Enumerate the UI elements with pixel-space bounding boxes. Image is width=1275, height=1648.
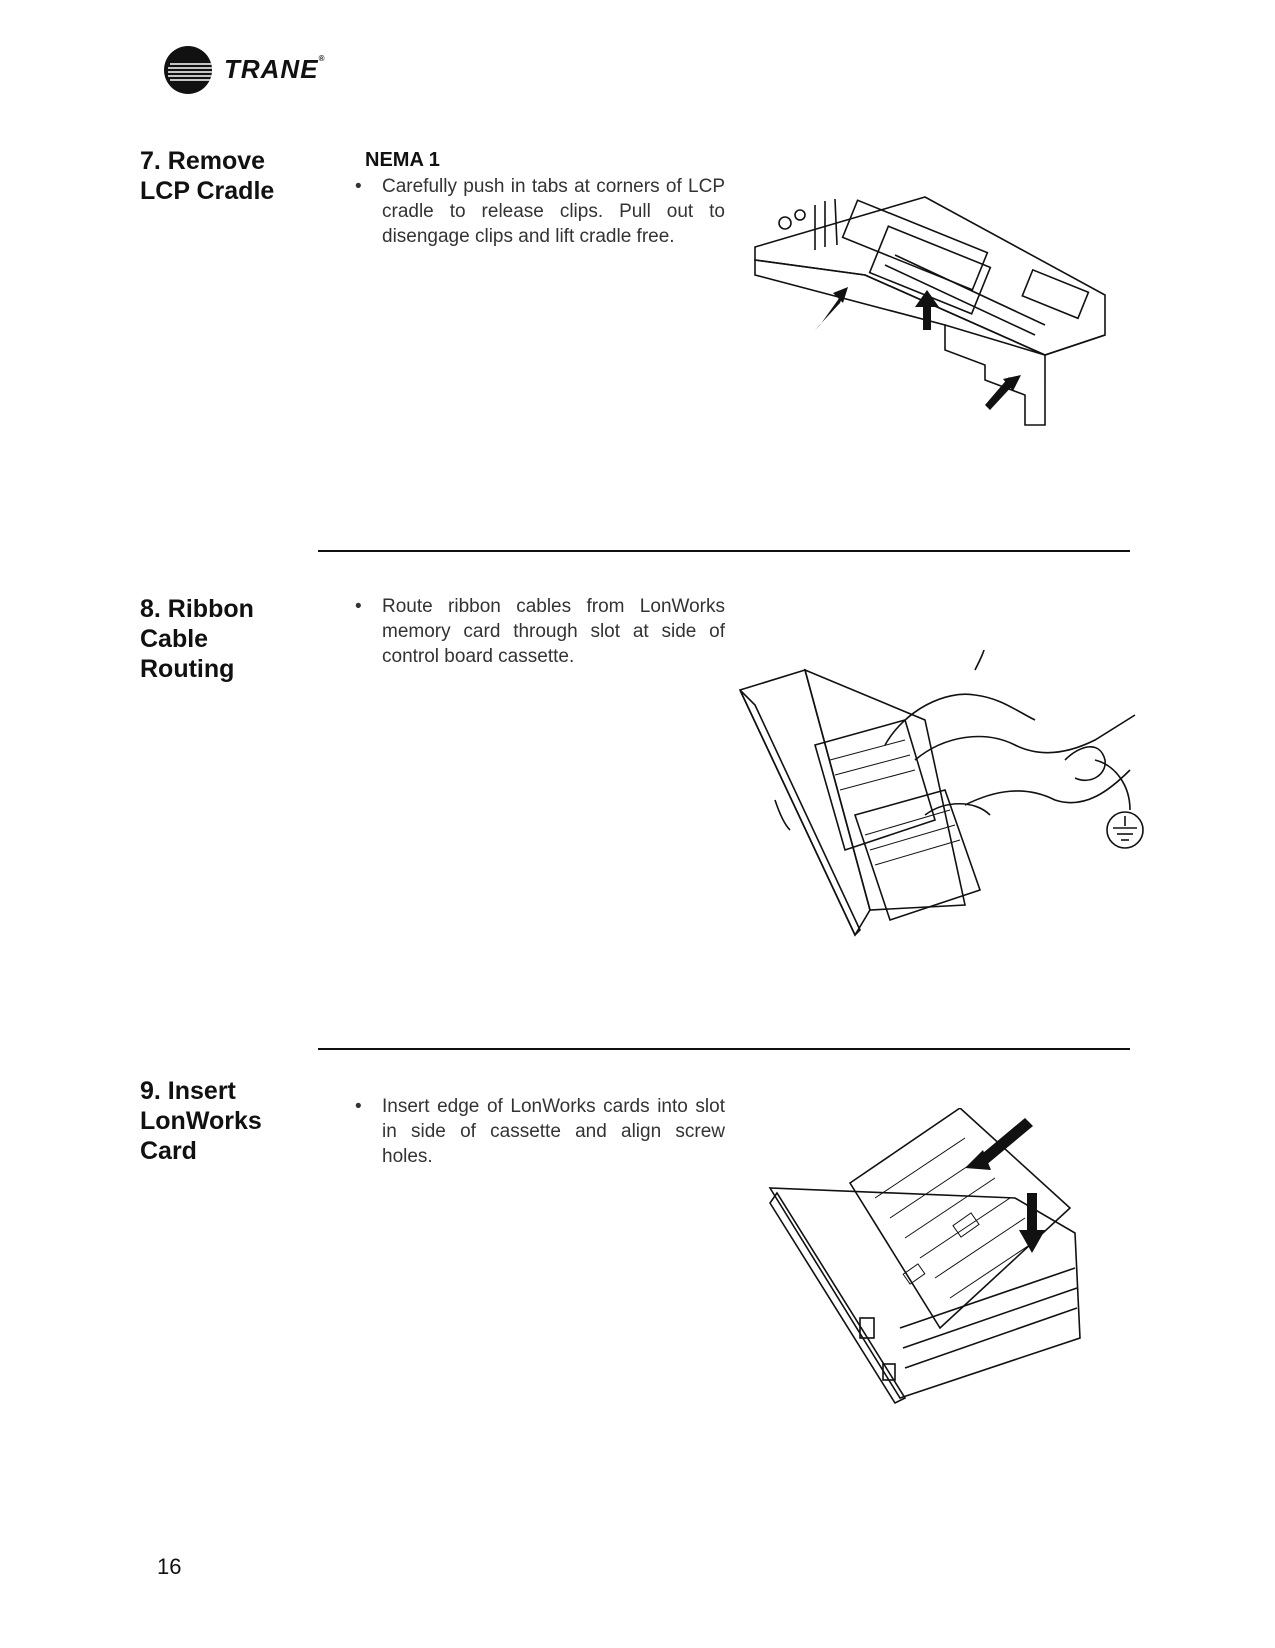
- subheading-nema1: NEMA 1: [365, 149, 440, 171]
- instruction-bullet: • Carefully push in tabs at corners of L…: [355, 176, 725, 247]
- section-heading: 8. Ribbon Cable Routing: [140, 595, 254, 683]
- trane-logo: TRANE®: [162, 44, 362, 96]
- section-divider: [318, 550, 1130, 552]
- brand-name: TRANE®: [224, 54, 326, 84]
- section-heading: 9. Insert LonWorks Card: [140, 1077, 262, 1165]
- bullet-icon: •: [355, 596, 362, 617]
- lonworks-card-illustration: [765, 1108, 1105, 1408]
- ribbon-cable-illustration: [735, 650, 1155, 950]
- instruction-bullet: • Insert edge of LonWorks cards into slo…: [355, 1096, 725, 1167]
- section-divider: [318, 1048, 1130, 1050]
- trane-globe-icon: [164, 46, 212, 94]
- page-number: 16: [157, 1554, 182, 1579]
- lcp-cradle-illustration: [745, 185, 1115, 440]
- instruction-bullet: • Route ribbon cables from LonWorks memo…: [355, 596, 725, 667]
- section-heading: 7. Remove LCP Cradle: [140, 147, 275, 205]
- bullet-icon: •: [355, 1096, 362, 1117]
- bullet-icon: •: [355, 176, 362, 197]
